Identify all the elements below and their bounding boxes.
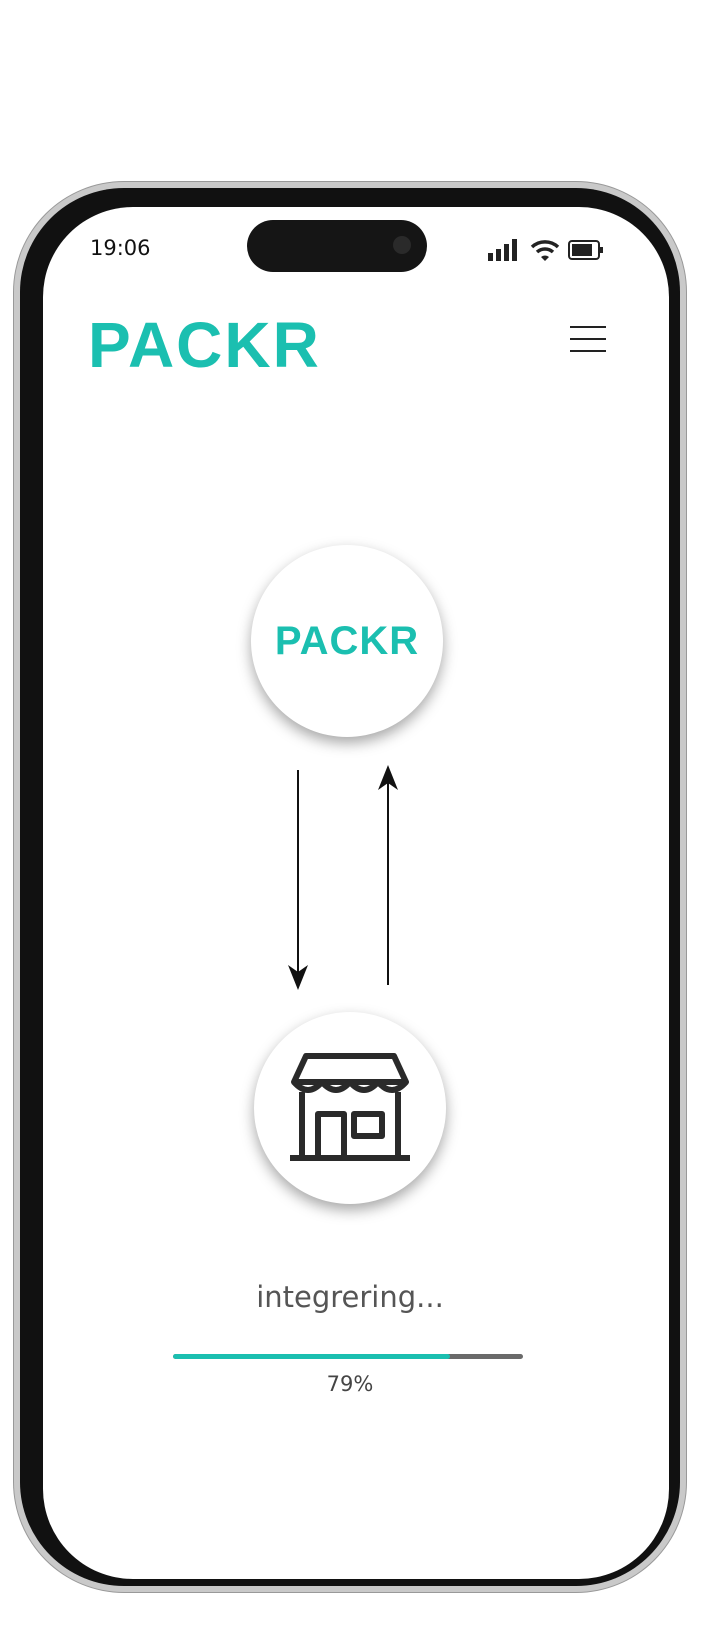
status-icons: [488, 238, 604, 262]
hamburger-menu-icon[interactable]: [570, 326, 606, 362]
integration-status-text: integrering...: [256, 1280, 444, 1314]
battery-icon: [568, 240, 603, 260]
packr-circle: PACKR: [251, 545, 443, 737]
camera-icon: [393, 236, 411, 254]
phone-bezel: [20, 188, 680, 1586]
packr-logo[interactable]: PACKR: [88, 309, 321, 381]
progress-bar-fill: [173, 1354, 450, 1359]
storefront-icon: [290, 1053, 410, 1161]
status-time: 19:06: [90, 236, 151, 260]
packr-small-logo: PACKR: [274, 618, 420, 663]
phone-screen: [43, 207, 669, 1579]
progress-bar: [173, 1354, 523, 1359]
wifi-icon: [530, 240, 560, 261]
signal-icon: [488, 239, 517, 261]
phone-frame: [14, 182, 686, 1592]
progress-percent-label: 79%: [326, 1372, 374, 1396]
dynamic-island: [247, 220, 427, 272]
sync-arrows-icon: [288, 765, 398, 990]
store-circle: [254, 1012, 446, 1204]
